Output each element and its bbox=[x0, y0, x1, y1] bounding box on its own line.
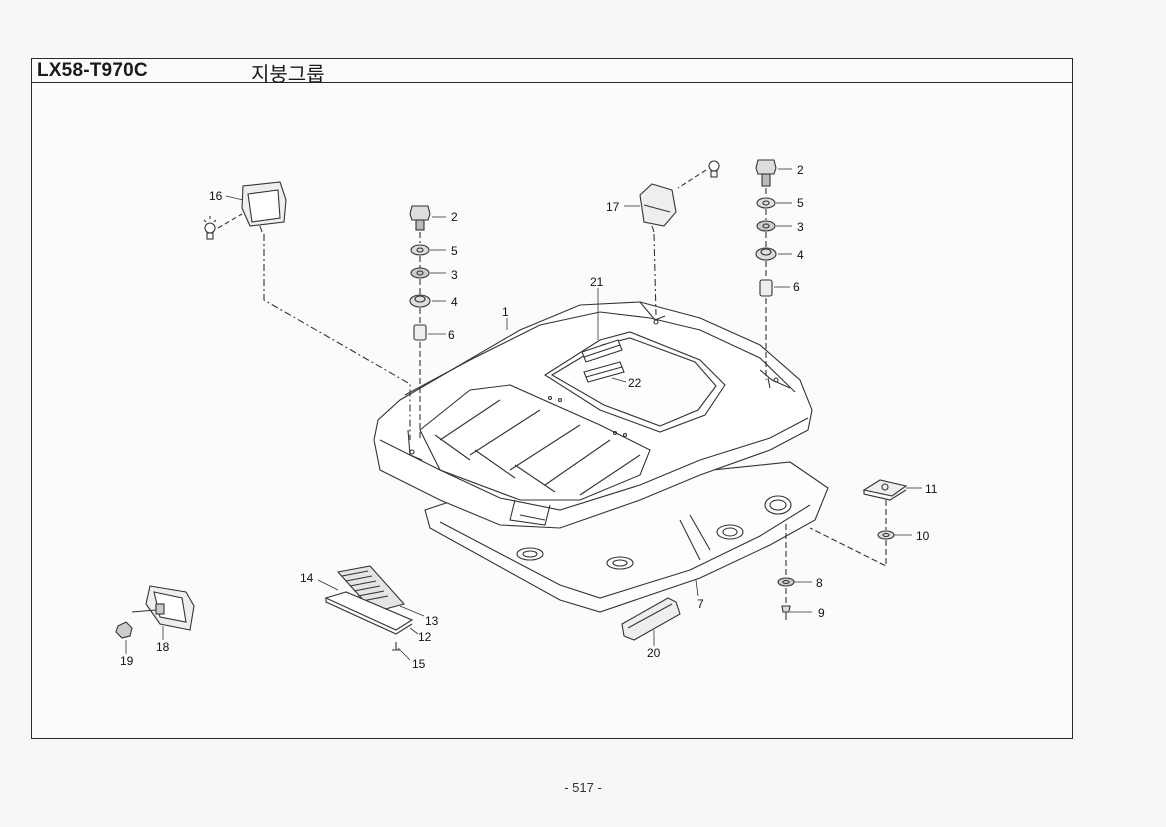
callout-19: 19 bbox=[120, 654, 134, 668]
callout-8: 8 bbox=[816, 576, 823, 590]
callout-4-right: 4 bbox=[797, 248, 804, 262]
callout-18: 18 bbox=[156, 640, 170, 654]
nut-19 bbox=[115, 621, 133, 639]
callout-3-left: 3 bbox=[451, 268, 458, 282]
callout-6-left: 6 bbox=[448, 328, 455, 342]
callout-20: 20 bbox=[647, 646, 661, 660]
rear-lamp-18 bbox=[131, 585, 195, 631]
callout-11: 11 bbox=[925, 482, 938, 496]
callout-12: 12 bbox=[418, 630, 432, 644]
callout-10: 10 bbox=[916, 529, 930, 543]
right-bolt-stack bbox=[755, 159, 777, 380]
callout-21: 21 bbox=[590, 275, 604, 289]
callout-4-left: 4 bbox=[451, 295, 458, 309]
callout-5-left: 5 bbox=[451, 244, 458, 258]
callout-15: 15 bbox=[412, 657, 426, 671]
callout-9: 9 bbox=[818, 606, 825, 620]
clip-nut-11 bbox=[862, 479, 908, 501]
callout-7: 7 bbox=[697, 597, 704, 611]
callout-13: 13 bbox=[425, 614, 439, 628]
work-lamp-16 bbox=[203, 181, 411, 440]
callout-6-right: 6 bbox=[793, 280, 800, 294]
model-number: LX58-T970C bbox=[37, 60, 148, 81]
seal-21 bbox=[581, 339, 623, 363]
work-lamp-17 bbox=[639, 160, 720, 316]
callout-17: 17 bbox=[606, 200, 620, 214]
washer-10 bbox=[809, 500, 895, 567]
left-bolt-stack bbox=[409, 205, 431, 440]
dome-light bbox=[324, 565, 414, 651]
callout-5-right: 5 bbox=[797, 196, 804, 210]
seal-22 bbox=[583, 361, 625, 383]
callout-3-right: 3 bbox=[797, 220, 804, 234]
page-number: - 517 - bbox=[564, 780, 602, 795]
title-bar: LX58-T970C 지붕그룹 bbox=[32, 59, 1072, 86]
callout-2-right: 2 bbox=[797, 163, 804, 177]
washer-8 bbox=[777, 577, 795, 587]
callout-14: 14 bbox=[300, 571, 314, 585]
group-title: 지붕그룹 bbox=[251, 62, 325, 86]
callout-1: 1 bbox=[502, 305, 509, 319]
callout-16: 16 bbox=[209, 189, 223, 203]
trim-strip-20 bbox=[621, 597, 681, 641]
callout-22: 22 bbox=[628, 376, 642, 390]
screw-9 bbox=[781, 524, 791, 620]
leader-lines bbox=[125, 168, 922, 661]
callout-2-left: 2 bbox=[451, 210, 458, 224]
